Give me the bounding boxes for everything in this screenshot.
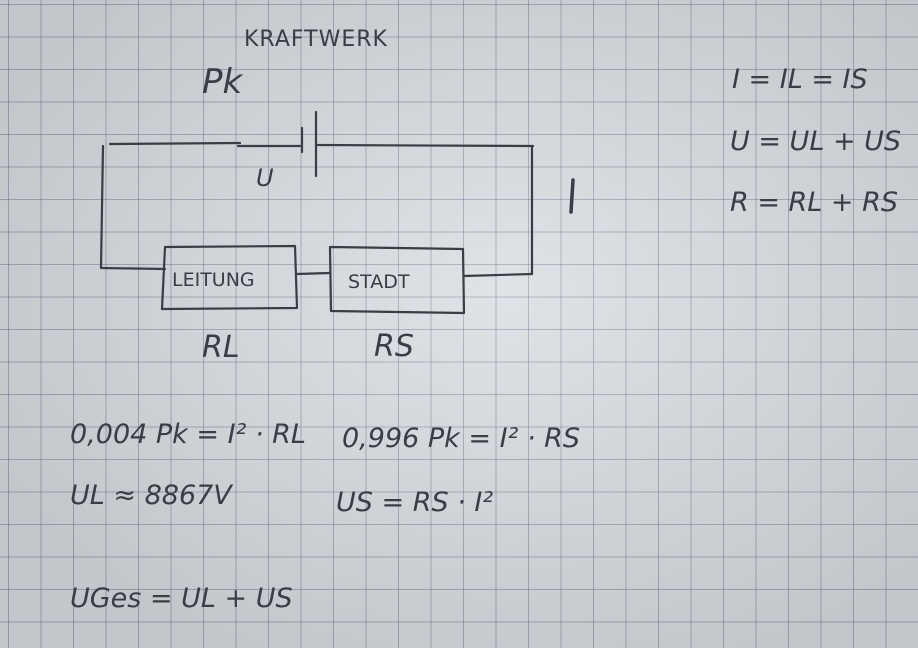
line-resistor-box — [160, 244, 299, 311]
voltage-label: U — [256, 164, 274, 192]
current-marker — [569, 178, 575, 214]
wire-top-right — [316, 143, 535, 148]
city-resistor-box — [328, 245, 466, 315]
current-relation: I = IL = IS — [732, 64, 868, 95]
city-power-equation: 0,996 Pk = I² · RS — [342, 423, 580, 454]
wire-top-left — [108, 141, 242, 146]
equations-block: 0,004 Pk = I² · RL 0,996 Pk = I² · RS UL… — [70, 419, 580, 614]
city-resistance-label: RS — [374, 329, 414, 364]
total-voltage-equation: UGes = UL + US — [70, 583, 293, 614]
resistance-relation: R = RL + RS — [730, 187, 898, 218]
line-box-label: LEITUNG — [172, 269, 255, 291]
city-box-label: STADT — [348, 271, 410, 293]
wire-bottom-right — [462, 272, 534, 278]
line-resistance-label: RL — [202, 330, 240, 365]
wire-between-boxes — [295, 271, 332, 276]
city-voltage-equation: US = RS · I² — [336, 487, 493, 518]
wire-left — [99, 144, 105, 270]
relations-block: I = IL = IS U = UL + US R = RL + RS — [730, 64, 901, 218]
line-voltage-equation: UL ≈ 8867V — [70, 480, 234, 511]
wire-bottom-left — [99, 266, 167, 271]
voltage-relation: U = UL + US — [730, 126, 901, 157]
power-label: Pk — [202, 62, 244, 102]
circuit-diagram — [99, 110, 575, 315]
plant-label: KRAFTWERK — [244, 27, 388, 52]
line-power-equation: 0,004 Pk = I² · RL — [70, 419, 306, 450]
